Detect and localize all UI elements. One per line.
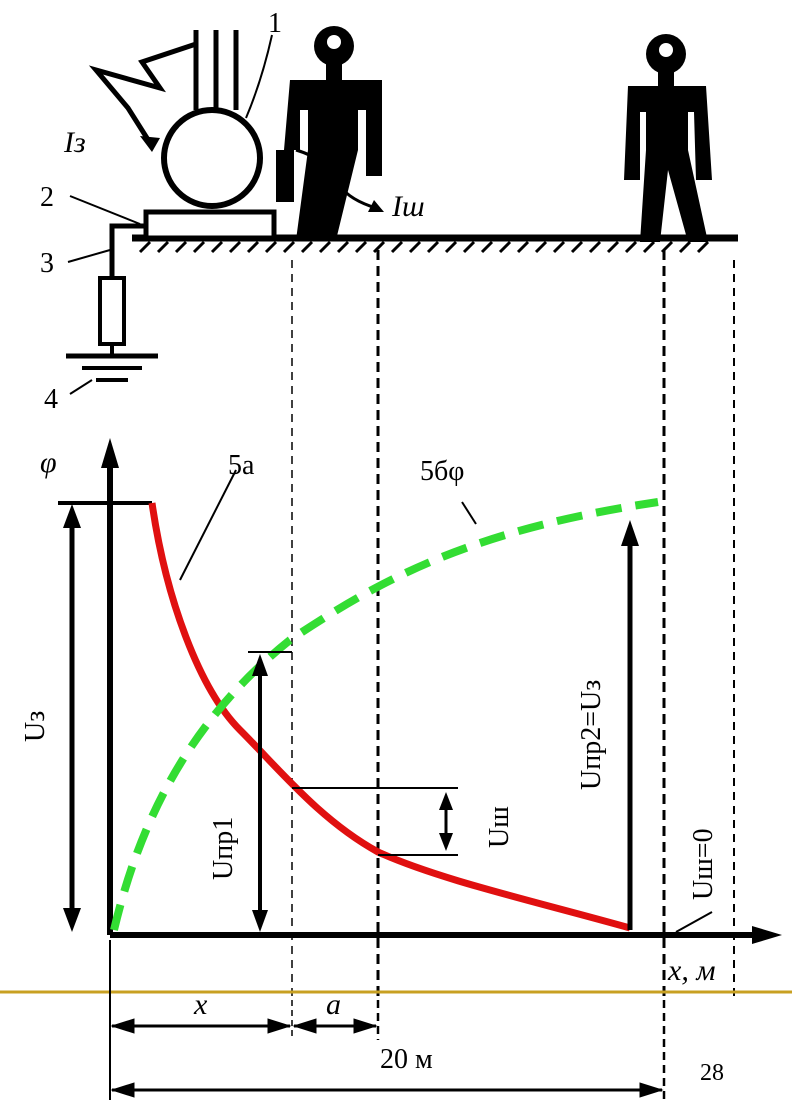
red-potential-curve <box>148 502 631 932</box>
label-current-step: Iш <box>391 190 425 223</box>
label-u-touch1: Uпр1 <box>208 817 239 880</box>
label-dim-20: 20 м <box>380 1044 433 1075</box>
label-u-step: Uш <box>484 806 515 848</box>
leader-u-step-zero <box>675 911 713 933</box>
grounding-device <box>66 195 158 395</box>
label-u-touch2: Uпр2=Uз <box>576 680 607 790</box>
person-far <box>624 34 712 242</box>
page-number: 28 <box>700 1060 724 1086</box>
arrow-u-touch2 <box>621 520 639 930</box>
arrow-u-step <box>292 787 458 856</box>
label-u-step-zero: Uш=0 <box>688 828 719 900</box>
label-1: 1 <box>268 8 282 39</box>
label-curve-green: 5бφ <box>420 456 464 487</box>
label-3: 3 <box>40 248 54 279</box>
guide-lines <box>291 250 735 1000</box>
label-current-ground: Iз <box>63 126 86 159</box>
label-x-axis: x, м <box>667 954 715 987</box>
label-phi-axis: φ <box>40 446 57 479</box>
label-u-ground: Uз <box>20 711 51 742</box>
graph-axes <box>101 438 782 944</box>
label-dim-a: a <box>326 988 341 1021</box>
label-2: 2 <box>40 182 54 213</box>
electrical-machine <box>88 30 277 241</box>
dimension-lines <box>109 940 666 1100</box>
person-touching <box>276 26 384 240</box>
leader-5b <box>461 501 477 525</box>
label-curve-red: 5а <box>228 450 255 481</box>
arrow-u-ground <box>63 504 81 932</box>
arrow-u-touch1 <box>248 651 292 932</box>
leader-5a <box>179 469 237 581</box>
label-4: 4 <box>44 384 58 415</box>
label-dim-x: x <box>193 988 208 1021</box>
